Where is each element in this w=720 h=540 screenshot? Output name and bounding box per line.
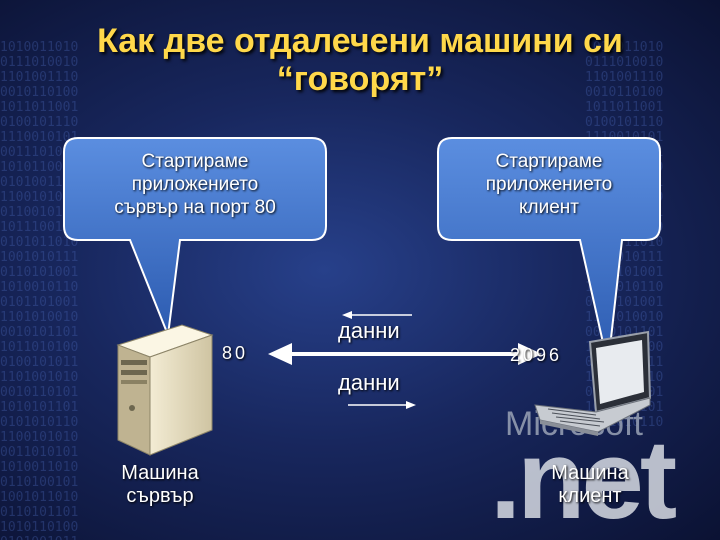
server-tower-icon	[116, 324, 214, 456]
server-speech-bubble	[63, 137, 327, 339]
binary-background-left: 1010011010 0111010010 1101001110 0010110…	[0, 40, 79, 540]
data-arrow-bottom	[348, 401, 416, 409]
server-bubble-line-3: сървър на порт 80	[114, 197, 276, 218]
laptop-icon	[534, 330, 652, 436]
client-speech-bubble	[437, 137, 661, 366]
slide-title: Как две отдалечени машини си “говорят”	[0, 22, 720, 98]
title-line-2: “говорят”	[276, 60, 444, 98]
connection-arrow	[268, 343, 542, 365]
server-label-line-2: сървър	[126, 485, 194, 507]
server-bubble-text: Стартираме приложението сървър на порт 8…	[64, 150, 326, 219]
server-machine-label: Машина сървър	[90, 462, 230, 508]
client-port-label: 2096	[510, 345, 563, 365]
title-line-1: Как две отдалечени машини си	[97, 22, 623, 60]
data-label-bottom: данни	[338, 370, 400, 395]
net-wordmark: .net	[490, 417, 677, 540]
server-port-label: 80	[222, 343, 249, 363]
server-label-line-1: Машина	[121, 462, 199, 484]
server-bubble-line-1: Стартираме	[141, 151, 249, 172]
client-bubble-line-2: приложението	[485, 174, 613, 195]
client-machine-label: Машина клиент	[520, 462, 660, 508]
client-label-line-1: Машина	[551, 462, 629, 484]
client-label-line-2: клиент	[558, 485, 622, 507]
data-label-top: данни	[338, 318, 400, 343]
server-bubble-line-2: приложението	[131, 174, 259, 195]
client-bubble-line-1: Стартираме	[495, 151, 603, 172]
client-bubble-text: Стартираме приложението клиент	[438, 150, 660, 219]
data-arrow-top	[342, 311, 412, 319]
client-bubble-line-3: клиент	[519, 197, 579, 218]
